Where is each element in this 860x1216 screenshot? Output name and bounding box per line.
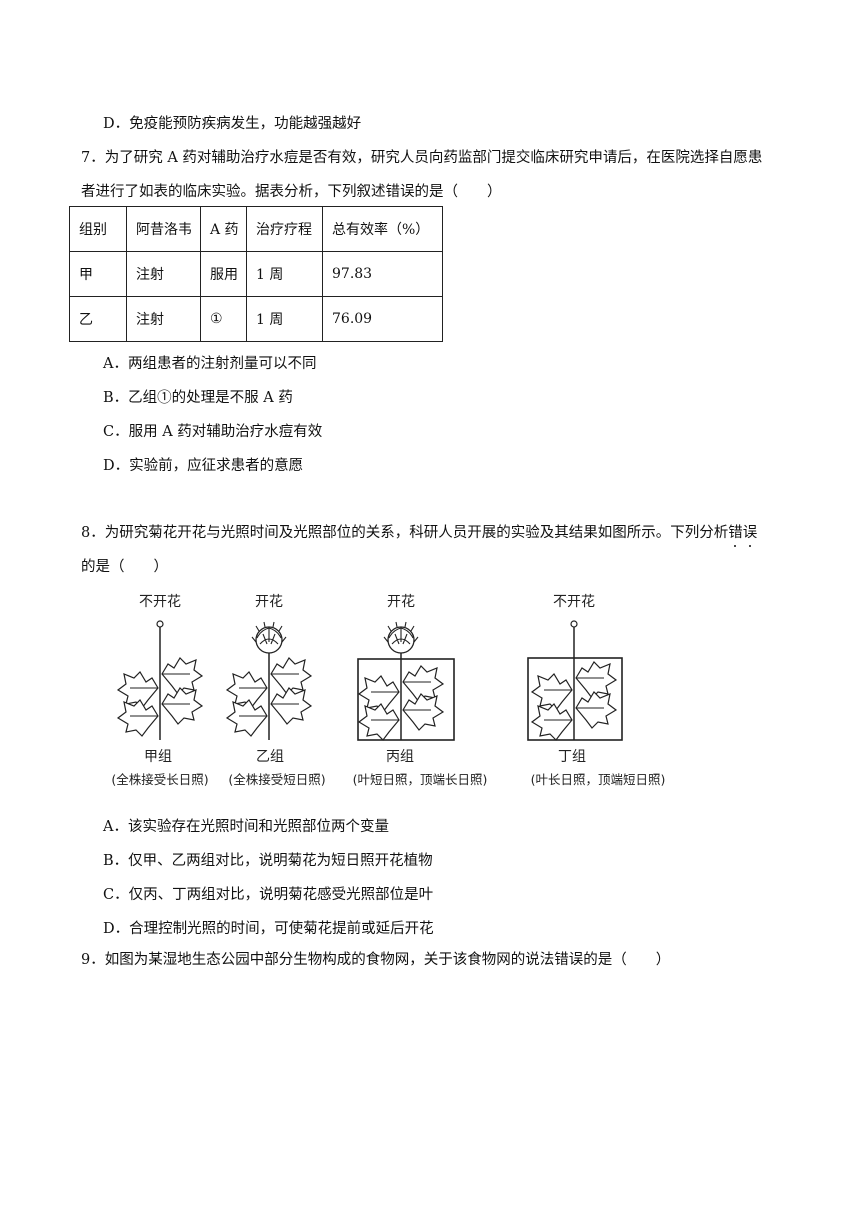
table-cell: 服用 bbox=[200, 251, 247, 297]
group-jia-plant bbox=[117, 620, 203, 740]
q7-data-table: 组别 阿昔洛韦 A 药 治疗疗程 总有效率（%） 甲 注射 服用 1 周 97.… bbox=[69, 206, 443, 342]
group-jia-result: 不开花 bbox=[139, 594, 181, 610]
group-ding-result: 不开花 bbox=[553, 594, 595, 610]
q8-option-a: A．该实验存在光照时间和光照部位两个变量 bbox=[103, 819, 389, 835]
q8-stem-line2: 的是（ ） bbox=[81, 559, 168, 575]
group-ding-condition: (叶长日照，顶端短日照) bbox=[531, 772, 666, 787]
q7-option-d: D．实验前，应征求患者的意愿 bbox=[103, 458, 304, 474]
group-yi-plant bbox=[226, 621, 312, 740]
group-ding-plant bbox=[527, 620, 623, 741]
q9-stem: 9．如图为某湿地生态公园中部分生物构成的食物网，关于该食物网的说法错误的是（ ） bbox=[81, 952, 671, 968]
group-ding-name: 丁组 bbox=[558, 749, 586, 765]
table-header-cell: 组别 bbox=[69, 206, 127, 252]
group-bing-name: 丙组 bbox=[386, 749, 414, 765]
group-yi-name: 乙组 bbox=[256, 749, 284, 765]
q8-stem-line1: 8．为研究菊花开花与光照时间及光照部位的关系，科研人员开展的实验及其结果如图所示… bbox=[81, 521, 757, 542]
table-cell: 97.83 bbox=[322, 251, 443, 297]
q7-option-c: C．服用 A 药对辅助治疗水痘有效 bbox=[103, 424, 323, 440]
q7-option-a: A．两组患者的注射剂量可以不同 bbox=[103, 356, 317, 372]
table-cell: 1 周 bbox=[246, 296, 323, 342]
table-header-cell: 治疗疗程 bbox=[246, 206, 323, 252]
table-cell: 注射 bbox=[126, 296, 201, 342]
group-jia-name: 甲组 bbox=[144, 749, 172, 765]
q8-option-d: D．合理控制光照的时间，可使菊花提前或延后开花 bbox=[103, 921, 434, 937]
q8-emphasis-char: 错 bbox=[728, 525, 743, 541]
table-row: 甲 注射 服用 1 周 97.83 bbox=[69, 251, 443, 297]
group-yi-condition: (全株接受短日照) bbox=[228, 772, 325, 787]
table-cell: 76.09 bbox=[322, 296, 443, 342]
table-header-cell: 总有效率（%） bbox=[322, 206, 443, 252]
group-bing-condition: (叶短日照，顶端长日照) bbox=[353, 772, 488, 787]
table-header-row: 组别 阿昔洛韦 A 药 治疗疗程 总有效率（%） bbox=[69, 206, 443, 252]
q7-option-b: B．乙组①的处理是不服 A 药 bbox=[103, 390, 293, 406]
table-row: 乙 注射 ① 1 周 76.09 bbox=[69, 296, 443, 342]
table-cell: 乙 bbox=[69, 296, 127, 342]
table-header-cell: A 药 bbox=[200, 206, 247, 252]
chrysanthemum-figure: 不开花 开花 开花 不开花 甲组 乙组 丙组 丁组 (全株接受长日照) (全株接… bbox=[110, 588, 680, 794]
table-header-cell: 阿昔洛韦 bbox=[126, 206, 201, 252]
table-cell: ① bbox=[200, 296, 247, 342]
q6-option-d: D．免疫能预防疾病发生，功能越强越好 bbox=[103, 116, 362, 132]
table-cell: 注射 bbox=[126, 251, 201, 297]
q8-option-b: B．仅甲、乙两组对比，说明菊花为短日照开花植物 bbox=[103, 853, 433, 869]
group-bing-result: 开花 bbox=[387, 594, 415, 610]
q7-stem-line2: 者进行了如表的临床实验。据表分析，下列叙述错误的是（ ） bbox=[81, 184, 502, 200]
group-yi-result: 开花 bbox=[255, 594, 283, 610]
group-jia-condition: (全株接受长日照) bbox=[111, 772, 208, 787]
q8-emphasis-char: 误 bbox=[742, 525, 758, 541]
q7-stem-line1: 7．为了研究 A 药对辅助治疗水痘是否有效，研究人员向药监部门提交临床研究申请后… bbox=[81, 150, 763, 166]
q8-option-c: C．仅丙、丁两组对比，说明菊花感受光照部位是叶 bbox=[103, 887, 434, 903]
table-cell: 甲 bbox=[69, 251, 127, 297]
table-cell: 1 周 bbox=[246, 251, 323, 297]
q8-stem-text: 8．为研究菊花开花与光照时间及光照部位的关系，科研人员开展的实验及其结果如图所示… bbox=[81, 525, 729, 541]
group-bing-plant bbox=[357, 621, 455, 741]
